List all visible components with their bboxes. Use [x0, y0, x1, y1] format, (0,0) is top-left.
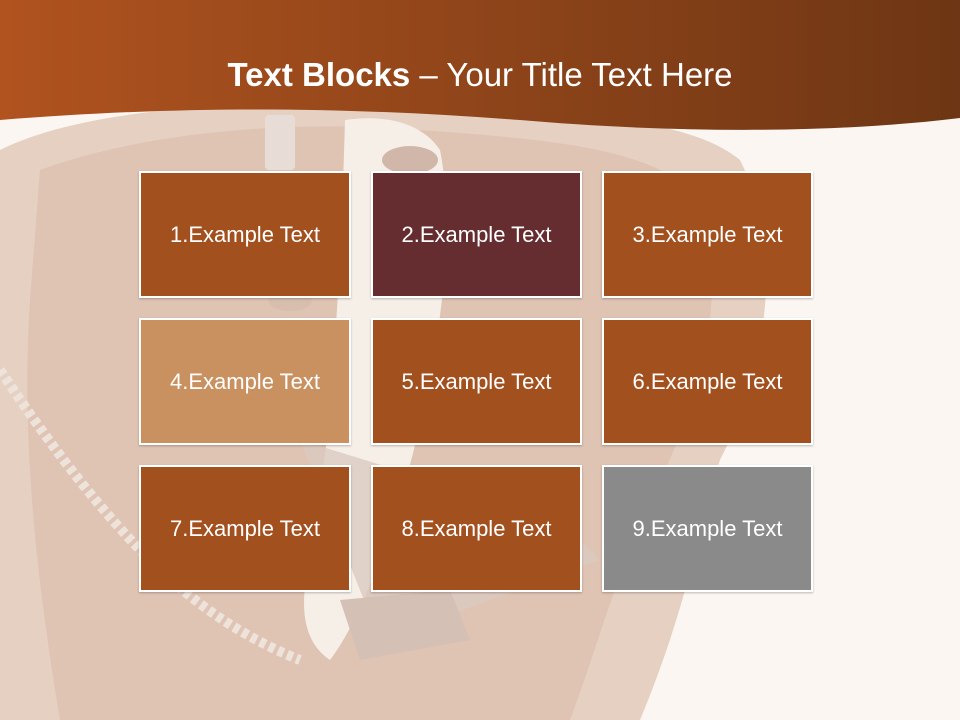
- title-bold: Text Blocks: [227, 56, 411, 93]
- slide-title: Text Blocks – Your Title Text Here: [0, 52, 960, 98]
- text-block-4[interactable]: 4.Example Text: [139, 318, 351, 445]
- title-rest: Your Title Text Here: [446, 56, 733, 93]
- text-block-5[interactable]: 5.Example Text: [371, 318, 582, 445]
- text-block-6[interactable]: 6.Example Text: [602, 318, 813, 445]
- text-block-3[interactable]: 3.Example Text: [602, 171, 813, 298]
- text-block-8[interactable]: 8.Example Text: [371, 465, 582, 592]
- text-block-2[interactable]: 2.Example Text: [371, 171, 582, 298]
- title-separator: –: [410, 56, 447, 93]
- text-block-7[interactable]: 7.Example Text: [139, 465, 351, 592]
- text-block-1[interactable]: 1.Example Text: [139, 171, 351, 298]
- text-blocks-grid: 1.Example Text 2.Example Text 3.Example …: [139, 171, 813, 592]
- header-band: [0, 0, 960, 130]
- text-block-9[interactable]: 9.Example Text: [602, 465, 813, 592]
